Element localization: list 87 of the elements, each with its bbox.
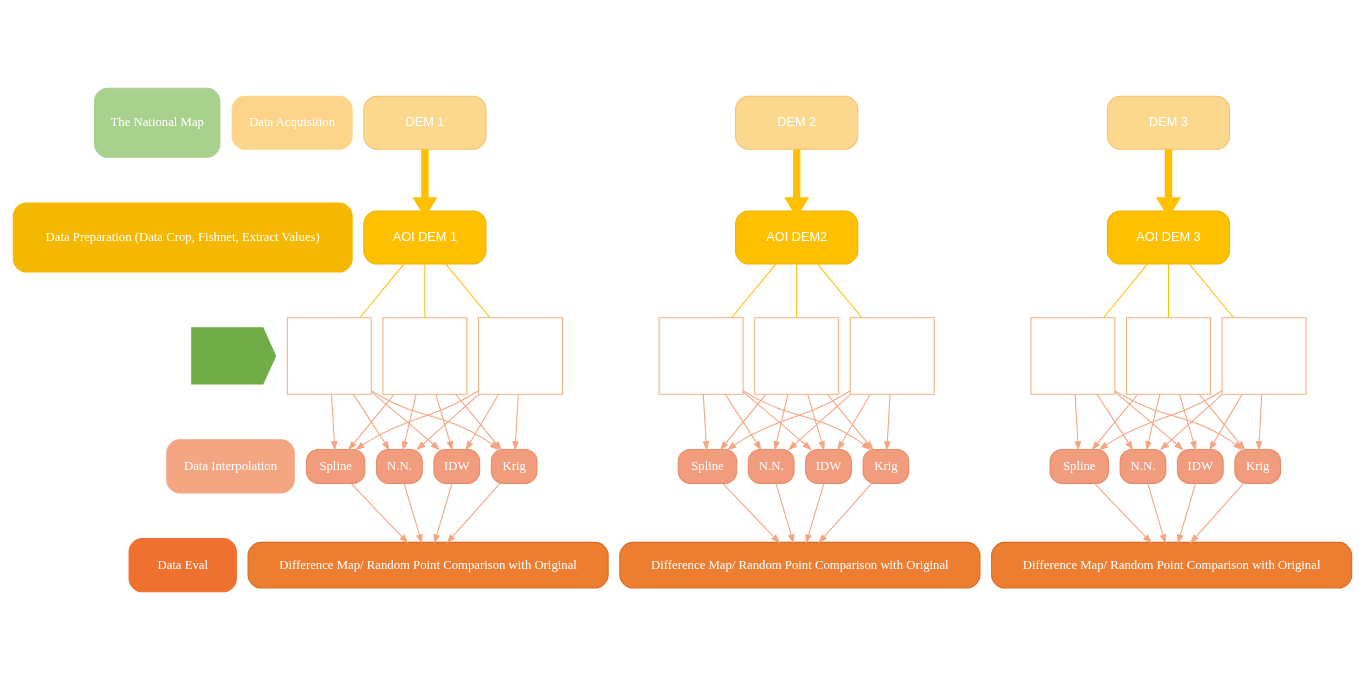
arrow [512, 393, 519, 451]
node-box: N.N. [747, 448, 795, 484]
arrow [350, 482, 409, 544]
node-box [382, 316, 468, 395]
node-box: IDW [433, 448, 481, 484]
arrow [1159, 393, 1223, 450]
node-box [1126, 316, 1211, 395]
arrow [1177, 482, 1197, 544]
arrow [826, 393, 874, 450]
node-chevron [191, 326, 277, 385]
arrow [1145, 393, 1161, 451]
arrow [355, 389, 479, 450]
connector [1167, 263, 1169, 318]
arrow [1178, 393, 1197, 451]
arrow [1094, 482, 1152, 544]
arrow [1147, 482, 1167, 544]
arrow [403, 482, 423, 544]
node-box [754, 316, 840, 395]
node-box [286, 316, 372, 395]
node-box: Data Interpolation [166, 438, 295, 493]
node-box: Krig [862, 448, 910, 484]
node-box [658, 316, 744, 395]
node-box: AOI DEM2 [735, 209, 859, 265]
arrow [742, 389, 871, 450]
connector [731, 263, 777, 318]
node-box: DEM 3 [1106, 95, 1231, 150]
arrow [1114, 389, 1243, 450]
arrow [416, 393, 480, 450]
node-box: N.N. [1119, 448, 1167, 484]
node-box: Difference Map/ Random Point Comparison with Original [619, 541, 981, 589]
arrow [775, 482, 795, 544]
arrow [455, 393, 502, 450]
connector [1103, 263, 1149, 318]
arrow [837, 393, 871, 451]
node-box: IDW [1176, 448, 1224, 484]
arrow [1198, 393, 1246, 450]
node-box: The National Map [94, 87, 221, 158]
node-box: DEM 1 [363, 95, 487, 150]
arrow [726, 389, 851, 450]
connector [359, 263, 405, 318]
node-box: DEM 2 [735, 95, 859, 150]
arrow [1209, 393, 1243, 451]
arrow [1114, 390, 1184, 450]
node-box [849, 316, 935, 395]
arrow [773, 393, 789, 451]
node-box: AOI DEM 1 [363, 209, 487, 265]
arrow [742, 390, 812, 450]
node-box: Krig [490, 448, 538, 484]
arrow [370, 390, 441, 450]
arrow [807, 393, 825, 451]
node-box: Data Eval [128, 537, 237, 592]
node-box [478, 316, 563, 395]
node-box: AOI DEM 3 [1106, 209, 1231, 265]
connector [445, 263, 491, 318]
node-box: Spline [677, 448, 738, 484]
connector [424, 263, 426, 318]
arrow [370, 389, 500, 450]
node-box: N.N. [376, 448, 423, 484]
node-box [1030, 316, 1116, 395]
node-box: Difference Map/ Random Point Comparison with Original [247, 541, 609, 589]
arrow [702, 393, 710, 451]
node-box: Spline [1049, 448, 1109, 484]
arrow [722, 482, 781, 544]
arrow [433, 482, 453, 544]
arrow [1190, 482, 1244, 544]
arrow [1074, 393, 1082, 451]
arrow [465, 393, 500, 451]
arrow [330, 393, 338, 451]
arrow [446, 482, 501, 544]
node-box [1221, 316, 1307, 395]
arrow [818, 482, 873, 544]
node-box: Krig [1234, 448, 1282, 484]
node-box: Data Preparation (Data Crop, Fishnet, Extract Values) [12, 201, 353, 273]
connector [1188, 263, 1234, 318]
connector [817, 263, 863, 318]
node-box: Difference Map/ Random Point Comparison with Original [991, 541, 1353, 589]
arrow [788, 393, 852, 450]
arrow [435, 393, 453, 451]
connector [796, 263, 798, 318]
arrow [1098, 389, 1223, 450]
arrow [1255, 393, 1263, 451]
arrow [805, 482, 825, 544]
arrow [401, 393, 417, 451]
arrow [884, 393, 891, 451]
node-box: Data Acquisition [231, 95, 353, 150]
node-box: IDW [805, 448, 852, 484]
node-box: Spline [305, 448, 366, 484]
